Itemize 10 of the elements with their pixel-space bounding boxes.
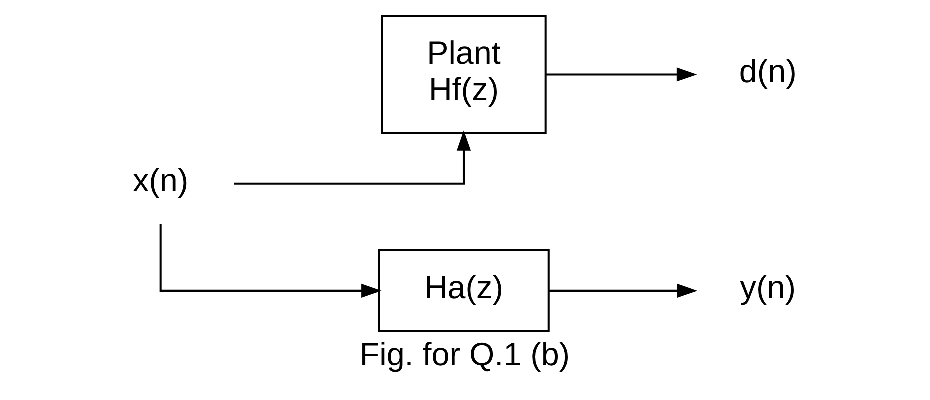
arrow [160,224,382,298]
arrow [550,284,698,298]
node-box: Plant Hf(z) [381,15,547,134]
node-text: x(n) [132,162,189,199]
node-text: d(n) [739,53,797,90]
arrow [234,130,472,185]
caption: Fig. for Q.1 (b) [360,336,570,372]
node-text: y(n) [740,270,796,306]
node-box: Ha(z) [378,250,550,332]
arrow [546,68,698,82]
